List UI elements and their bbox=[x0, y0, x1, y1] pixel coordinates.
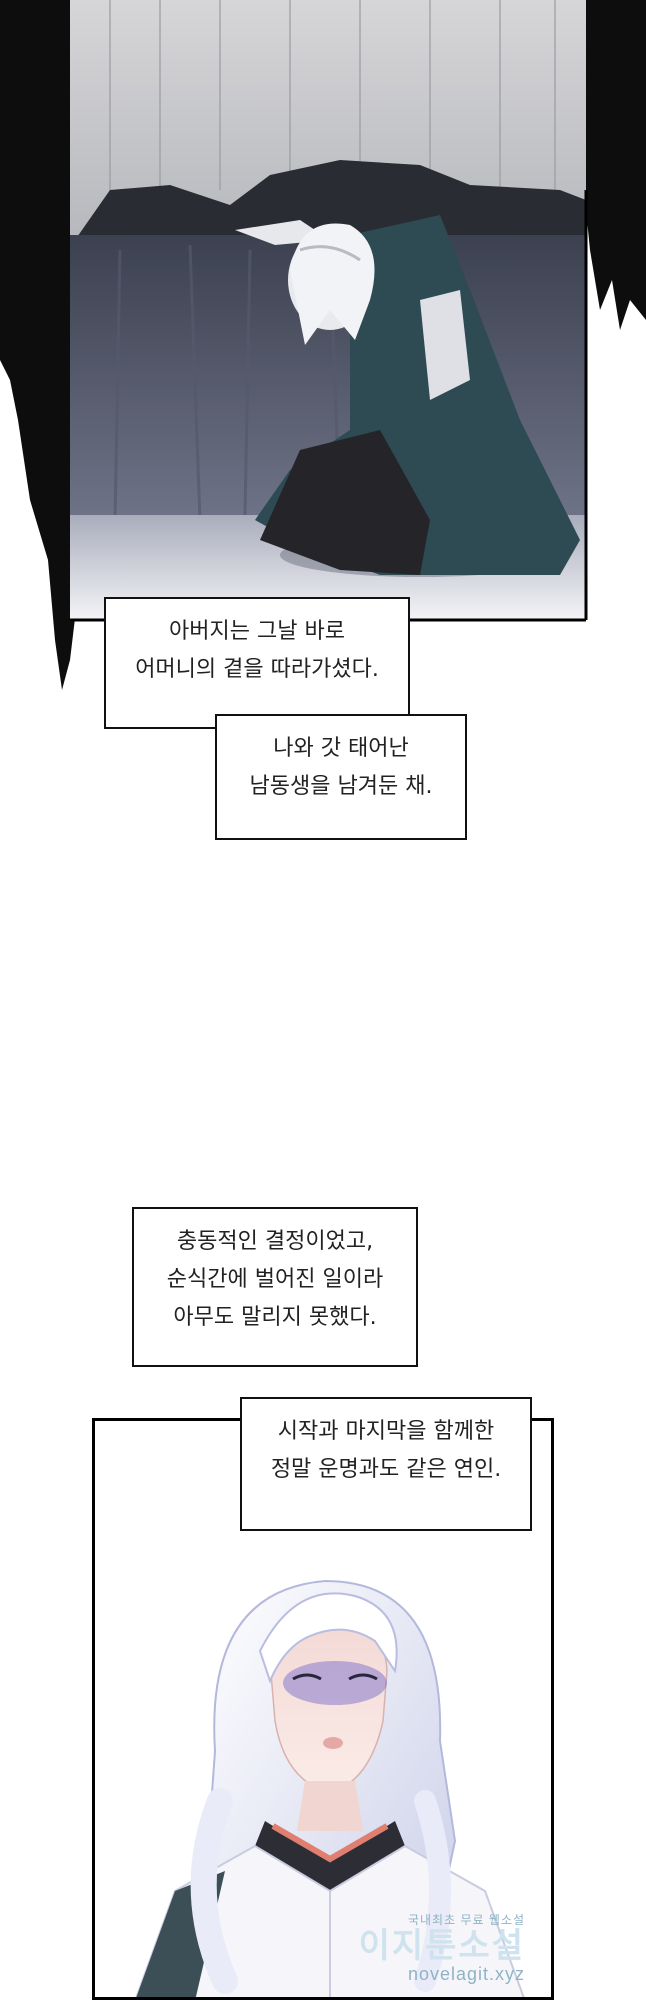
watermark-url: novelagit.xyz bbox=[407, 1964, 525, 1984]
caption-4-line-2: 정말 운명과도 같은 연인. bbox=[270, 1457, 502, 1482]
caption-4-line-1: 시작과 마지막을 함께한 bbox=[277, 1419, 495, 1444]
caption-3-line-3: 아무도 말리지 못했다. bbox=[173, 1305, 377, 1330]
caption-3-line-1: 충동적인 결정이었고, bbox=[176, 1229, 374, 1254]
caption-box-3: 충동적인 결정이었고, 순식간에 벌어진 일이라 아무도 말리지 못했다. bbox=[132, 1207, 418, 1367]
caption-2-line-1: 나와 갓 태어난 bbox=[273, 736, 409, 761]
caption-1-line-2: 어머니의 곁을 따라가셨다. bbox=[135, 657, 379, 682]
caption-1-line-1: 아버지는 그날 바로 bbox=[169, 619, 345, 644]
white-haired-man-illustration bbox=[135, 1579, 525, 1997]
watermark-tagline: 국내최초 무료 웹소설 bbox=[407, 1913, 525, 1927]
caption-box-1: 아버지는 그날 바로 어머니의 곁을 따라가셨다. bbox=[104, 597, 410, 729]
kneeling-scene-illustration bbox=[0, 0, 646, 700]
caption-box-4: 시작과 마지막을 함께한 정말 운명과도 같은 연인. bbox=[240, 1397, 532, 1531]
caption-box-2: 나와 갓 태어난 남동생을 남겨둔 채. bbox=[215, 714, 467, 840]
caption-3-line-2: 순식간에 벌어진 일이라 bbox=[166, 1267, 384, 1292]
top-panel bbox=[0, 0, 646, 700]
watermark-logo: 이지툰소설 bbox=[358, 1927, 525, 1965]
watermark: 국내최초 무료 웹소설 이지툰소설 novelagit.xyz bbox=[359, 1911, 525, 1985]
caption-2-line-2: 남동생을 남겨둔 채. bbox=[249, 774, 433, 799]
